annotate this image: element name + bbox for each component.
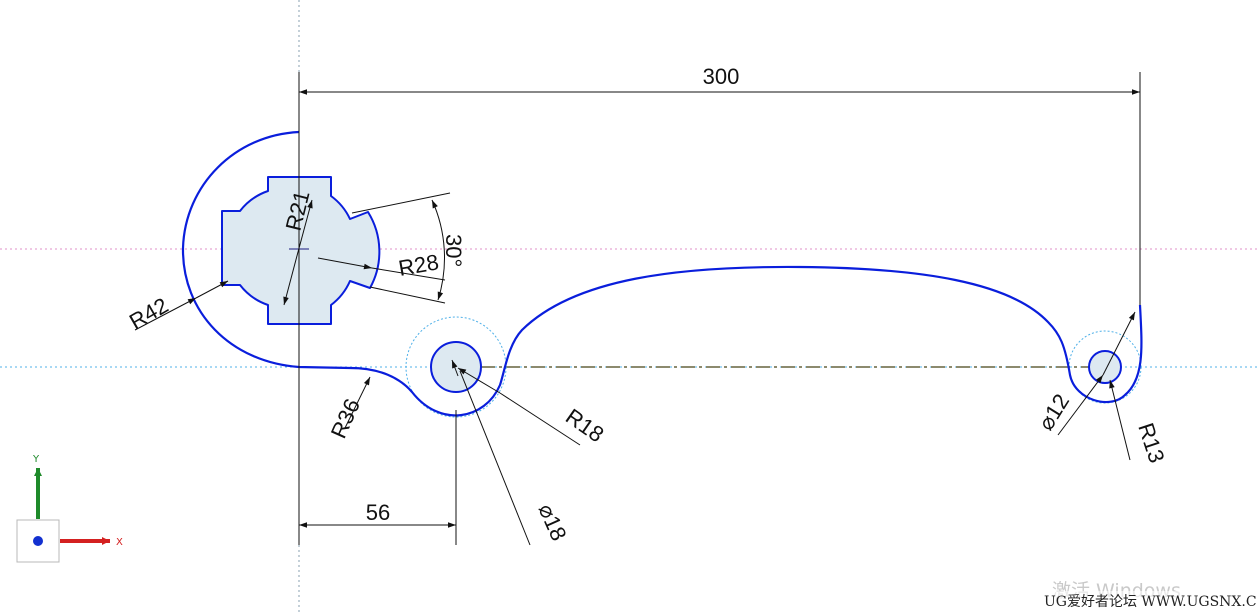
dim-end-radius[interactable]: R13 <box>1133 420 1169 466</box>
dim-outer-radius[interactable]: R42 <box>125 292 172 334</box>
x-axis-label: X <box>116 537 123 548</box>
dim-overall-length[interactable]: 300 <box>703 64 740 89</box>
dim-middle-hole-dia[interactable]: ⌀18 <box>533 500 571 545</box>
dimension-lines <box>134 72 1141 546</box>
forum-watermark: UG爱好者论坛 WWW.UGSNX.COM <box>1044 591 1257 611</box>
dim-key-angle[interactable]: 30° <box>441 234 466 267</box>
middle-hole[interactable] <box>430 341 482 393</box>
outer-profile[interactable] <box>181 130 1143 417</box>
dim-middle-radius[interactable]: R18 <box>561 404 608 448</box>
dim-key-outer-radius[interactable]: R28 <box>397 249 441 281</box>
y-axis-label: Y <box>32 454 40 465</box>
axis-origin-dot <box>33 536 43 546</box>
keyed-hole[interactable] <box>221 176 381 325</box>
dim-offset-x[interactable]: 56 <box>366 500 390 525</box>
axis-triad[interactable]: X Y <box>16 454 123 563</box>
dim-blend-radius[interactable]: R36 <box>326 395 365 442</box>
end-hole[interactable] <box>1088 350 1122 384</box>
dim-end-hole-dia[interactable]: ⌀12 <box>1033 389 1074 434</box>
